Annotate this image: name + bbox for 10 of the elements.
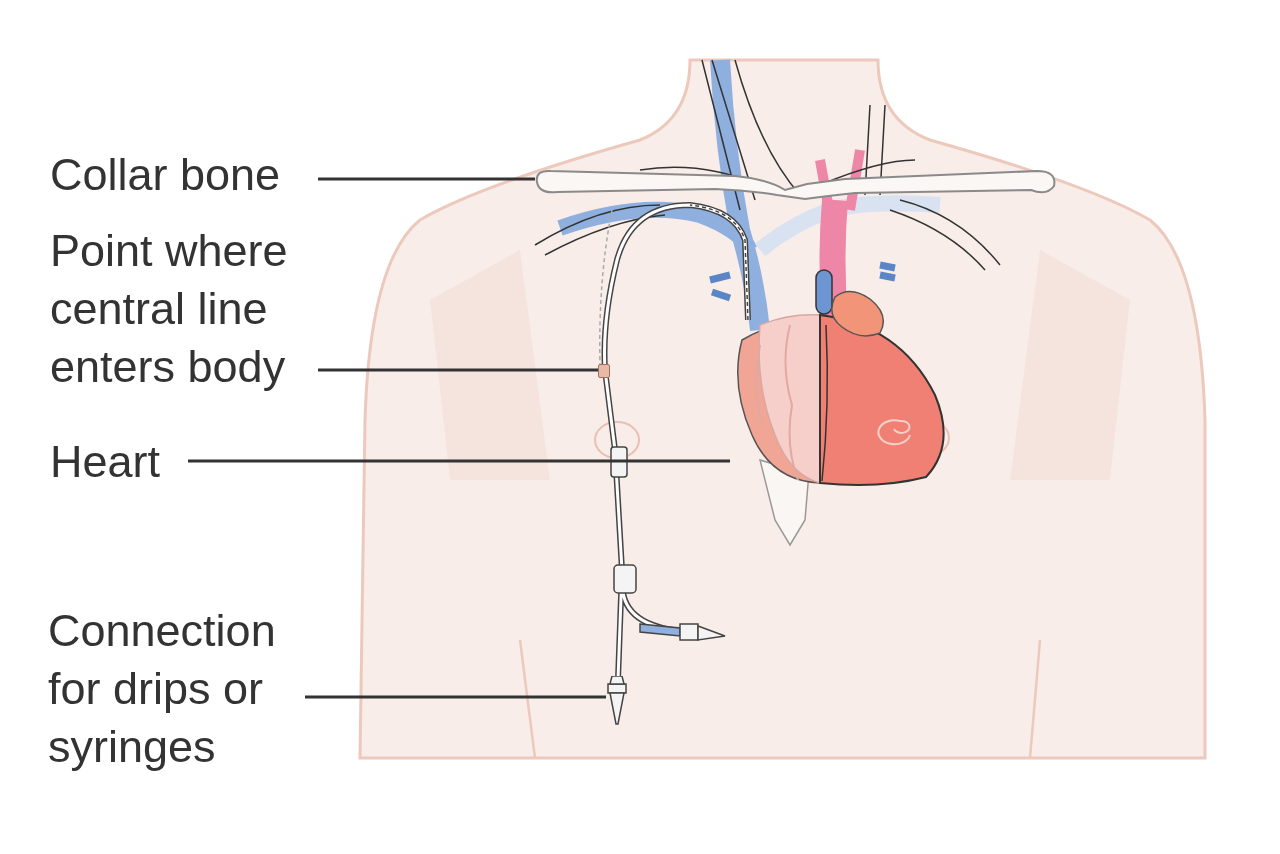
catheter-entry-mark [598, 364, 610, 378]
label-text: Heart [50, 435, 162, 489]
leader-line [188, 459, 730, 463]
label-text: Point where central line enters body [50, 224, 289, 394]
leader-line [305, 695, 606, 699]
leader-line [318, 177, 535, 181]
label-text: Collar bone [50, 148, 282, 202]
leader-line [318, 368, 598, 372]
label-text: Connection for drips or syringes [48, 604, 277, 774]
syringe-connector-drawing [606, 676, 628, 726]
